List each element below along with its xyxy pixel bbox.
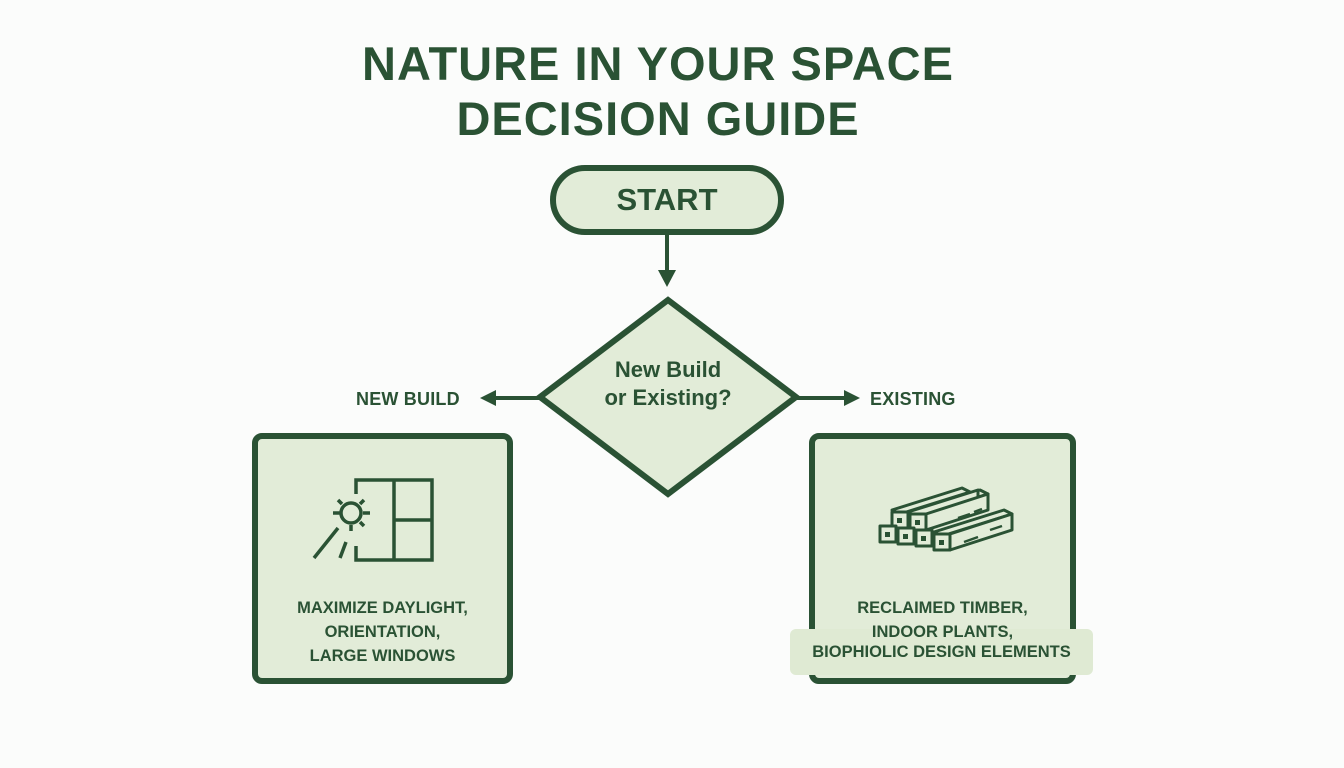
existing-text-line: RECLAIMED TIMBER,	[857, 599, 1028, 617]
decision-line-2: or Existing?	[604, 385, 732, 410]
existing-text-highlight	[790, 629, 1093, 675]
arrowhead-down-icon	[658, 270, 676, 287]
existing-text-line: INDOOR PLANTS,	[871, 623, 1014, 641]
start-label: START	[616, 182, 718, 217]
existing-text-line-2: INDOOR PLANTS,	[809, 620, 1076, 644]
new-build-label: NEW BUILD	[356, 389, 460, 409]
title-line-1: NATURE IN YOUR SPACE	[362, 37, 954, 90]
new-build-text-line: LARGE WINDOWS	[309, 647, 456, 665]
title-line-2: DECISION GUIDE	[456, 92, 860, 145]
timber-stack-icon	[878, 486, 1014, 552]
decision-diamond	[535, 296, 801, 498]
existing-text-top: RECLAIMED TIMBER, INDOOR PLANTS,	[809, 596, 1076, 644]
decision-line-1: New Build	[614, 357, 722, 382]
new-build-text-line: ORIENTATION,	[324, 623, 441, 641]
new-build-text-line: MAXIMIZE DAYLIGHT,	[297, 599, 468, 617]
arrowhead-right-icon	[844, 390, 860, 406]
sun-window-icon	[312, 478, 434, 562]
arrowhead-left-icon	[480, 390, 496, 406]
existing-text-line-3: BIOPHIOLIC DESIGN ELEMENTS	[812, 643, 1071, 661]
new-build-text: MAXIMIZE DAYLIGHT, ORIENTATION, LARGE WI…	[252, 596, 513, 668]
existing-label: EXISTING	[870, 389, 956, 409]
decision-text: New Build or Existing?	[568, 356, 768, 412]
start-node: START	[550, 165, 784, 235]
